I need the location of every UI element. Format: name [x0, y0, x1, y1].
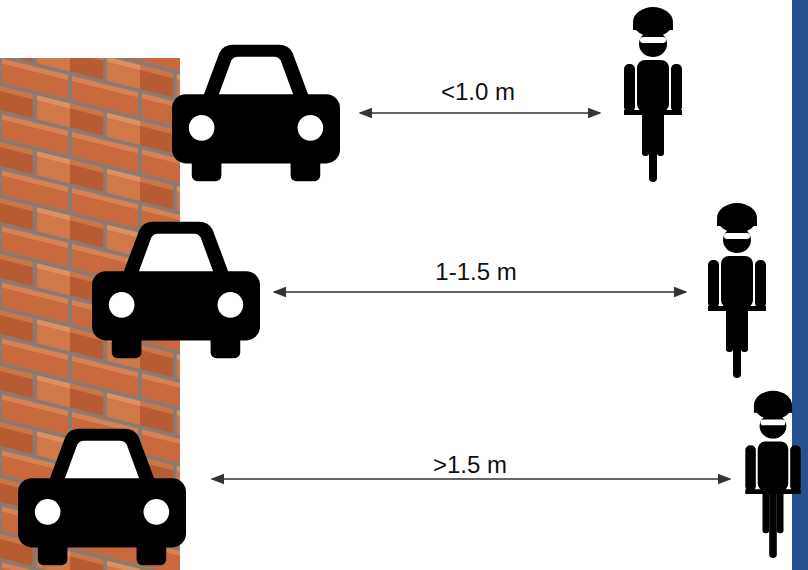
distance-label: >1.5 m — [433, 451, 507, 479]
cyclist-icon — [624, 7, 682, 182]
car-icon — [18, 429, 186, 565]
distance-label: <1.0 m — [441, 78, 515, 106]
distance-arrow — [274, 291, 686, 293]
distance-label: 1-1.5 m — [435, 258, 516, 286]
car-icon — [92, 222, 260, 358]
cyclist-icon — [708, 203, 766, 378]
cyclist-icon — [745, 391, 800, 558]
distance-arrow — [212, 478, 730, 480]
car-icon — [172, 45, 340, 181]
distance-arrow — [360, 112, 600, 114]
